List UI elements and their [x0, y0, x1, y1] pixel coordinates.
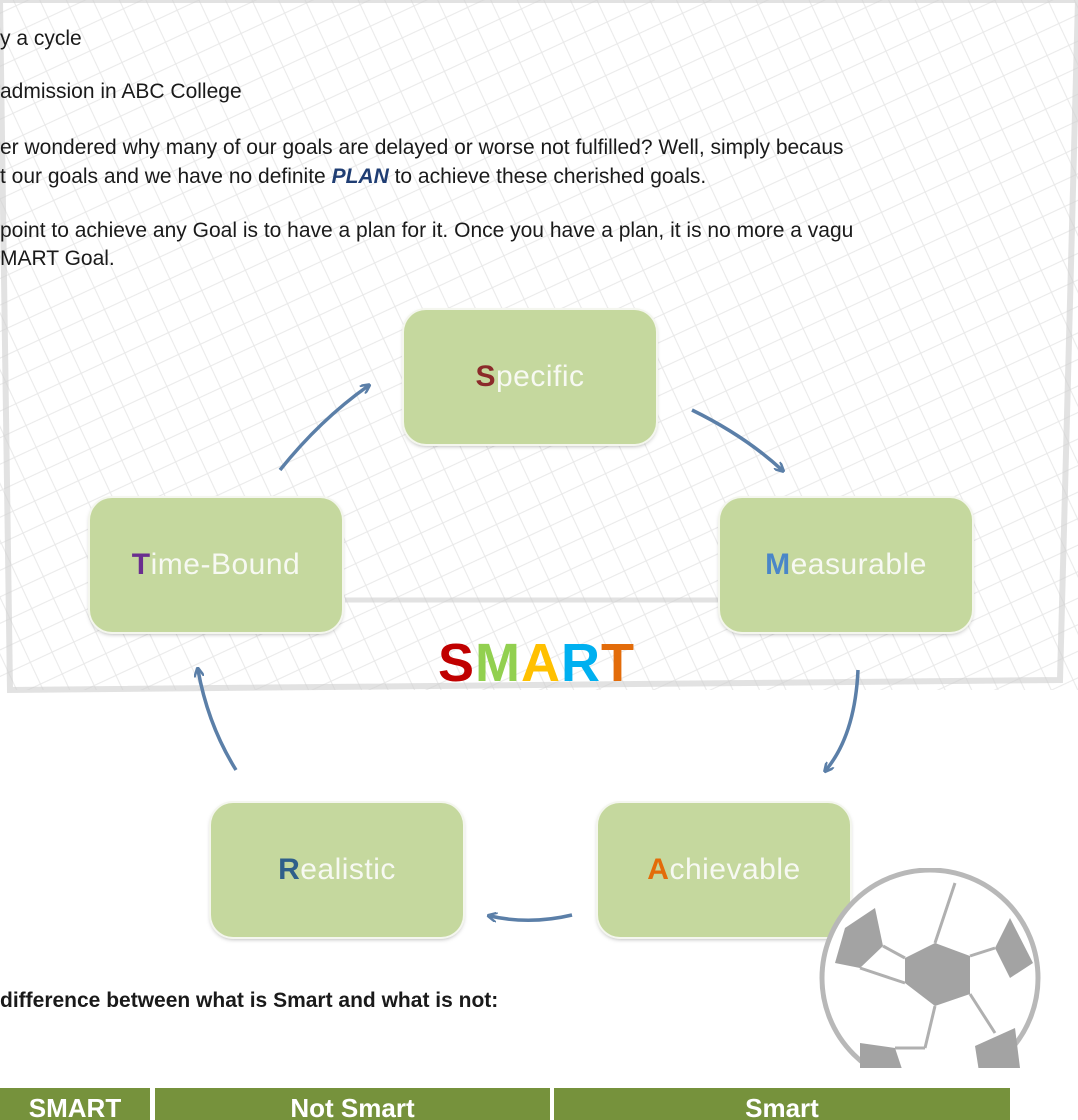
- paragraph-plan-line-1: point to achieve any Goal is to have a p…: [0, 219, 854, 242]
- realistic-rest: ealistic: [300, 853, 396, 886]
- difference-heading: difference between what is Smart and wha…: [0, 989, 499, 1012]
- paragraph-goals-line-1: er wondered why many of our goals are de…: [0, 136, 844, 159]
- achievable-rest: chievable: [669, 853, 801, 886]
- table-header-not-smart: Not Smart: [155, 1088, 550, 1120]
- achievable-initial: A: [647, 853, 670, 886]
- paragraph-goals-line-2: t our goals and we have no definite PLAN…: [0, 164, 706, 190]
- text-line-cycle: y a cycle: [0, 27, 82, 50]
- specific-rest: pecific: [495, 360, 585, 393]
- measurable-rest: easurable: [790, 548, 927, 581]
- paragraph-goals-line-2-pre: t our goals and we have no definite: [0, 165, 332, 188]
- smart-letter-t: T: [601, 633, 636, 693]
- plan-emphasis: PLAN: [331, 165, 389, 188]
- paragraph-goals-line-2-post: to achieve these cherished goals.: [388, 165, 707, 188]
- smart-table-header: SMART Not Smart Smart: [0, 1088, 1078, 1120]
- time-bound-initial: T: [131, 548, 151, 581]
- smart-letter-m: M: [475, 633, 522, 693]
- measurable-initial: M: [765, 548, 791, 581]
- smart-center-word: SMART: [438, 632, 635, 694]
- smart-letter-s: S: [438, 633, 476, 693]
- table-header-smart-col: Smart: [554, 1088, 1010, 1120]
- paragraph-plan-line-2: MART Goal.: [0, 247, 115, 270]
- smart-letter-r: R: [561, 633, 602, 693]
- realistic-initial: R: [278, 853, 301, 886]
- text-line-admission: admission in ABC College: [0, 80, 242, 103]
- smart-letter-a: A: [521, 633, 562, 693]
- time-bound-rest: ime-Bound: [150, 548, 301, 581]
- soccer-ball-icon: [819, 868, 1041, 1068]
- specific-initial: S: [475, 360, 496, 393]
- table-header-smart: SMART: [0, 1088, 150, 1120]
